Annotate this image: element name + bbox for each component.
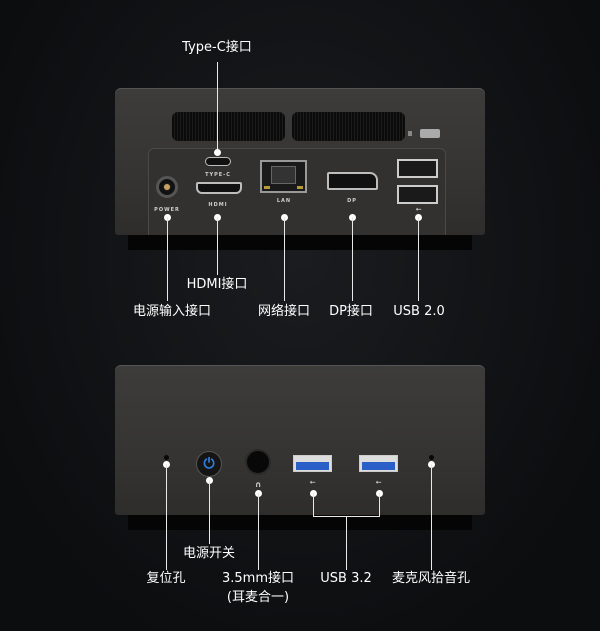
usb3-port-right xyxy=(359,455,398,472)
usb2-line xyxy=(418,217,419,301)
usb2-port-top xyxy=(397,159,438,178)
label-reset: 复位孔 xyxy=(146,571,186,586)
mic-hole xyxy=(429,455,434,460)
usb-icon: ⭠ xyxy=(375,478,383,486)
label-audio: 3.5mm接口 xyxy=(221,571,295,586)
audio-line xyxy=(258,493,259,570)
label-power-switch: 电源开关 xyxy=(182,546,236,561)
headphone-icon: ∩ xyxy=(254,480,262,489)
typec-port xyxy=(205,157,231,166)
lock-slot xyxy=(420,129,440,138)
lan-mark: LAN xyxy=(276,198,292,204)
usb2-port-bottom xyxy=(397,185,438,204)
audio-jack xyxy=(245,449,271,475)
typec-dot xyxy=(214,149,221,156)
vent-right xyxy=(292,112,405,141)
label-usb2: USB 2.0 xyxy=(393,304,445,319)
usb3-bracket-right xyxy=(379,493,380,517)
label-usb3: USB 3.2 xyxy=(320,571,372,586)
reset-hole xyxy=(164,455,169,460)
power-mark: POWER xyxy=(154,207,180,213)
typec-line xyxy=(217,62,218,152)
usb-icon: ⭠ xyxy=(415,205,423,213)
power-switch-line xyxy=(209,480,210,544)
power-in-line xyxy=(167,217,168,301)
hdmi-line xyxy=(217,217,218,275)
typec-mark: TYPE-C xyxy=(205,172,231,178)
hdmi-port xyxy=(196,182,242,194)
usb3-line xyxy=(346,516,347,570)
usb3-port-left xyxy=(293,455,332,472)
label-typec: Type-C接口 xyxy=(182,40,252,55)
lock-icon xyxy=(408,131,412,136)
hdmi-mark: HDMI xyxy=(208,202,228,208)
front-device-body xyxy=(115,365,485,515)
usb3-bracket-left xyxy=(313,493,314,517)
vent-left xyxy=(172,112,285,141)
label-power-in: 电源输入接口 xyxy=(132,304,212,319)
dp-line xyxy=(352,217,353,301)
usb-icon: ⭠ xyxy=(309,478,317,486)
label-dp: DP接口 xyxy=(329,304,373,319)
label-audio-note: (耳麦合一) xyxy=(226,590,290,605)
mic-line xyxy=(431,464,432,570)
power-button[interactable]: ⏻ xyxy=(196,451,222,477)
dp-port xyxy=(327,172,378,190)
reset-line xyxy=(166,464,167,570)
label-hdmi: HDMI接口 xyxy=(186,277,248,292)
label-mic: 麦克风拾音孔 xyxy=(391,571,471,586)
lan-port xyxy=(260,160,307,193)
label-lan: 网络接口 xyxy=(257,304,311,319)
power-jack xyxy=(156,176,178,198)
dp-mark: DP xyxy=(347,198,357,204)
lan-line xyxy=(284,217,285,301)
power-icon: ⏻ xyxy=(203,456,215,472)
front-device-base xyxy=(128,512,472,530)
rear-device-base xyxy=(128,232,472,250)
